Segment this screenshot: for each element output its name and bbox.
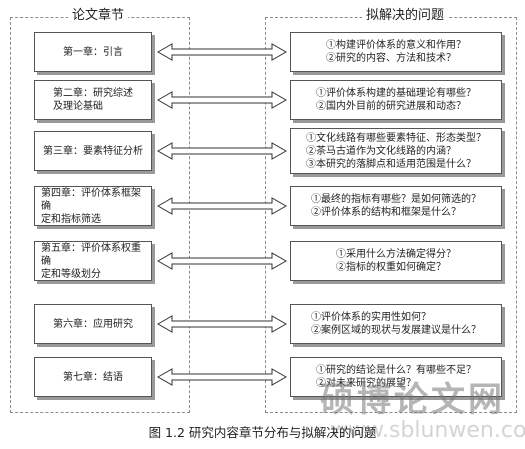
- question-box-1: ①构建评价体系的意义和作用？ ②研究的内容、方法和技术？: [290, 32, 502, 72]
- question-line: ②茶马古道作为文化线路的内涵？: [306, 145, 456, 157]
- question-line: ②研究的内容、方法和技术？: [326, 53, 456, 64]
- question-line: ①最终的指标有哪些？是如何筛选的？: [311, 194, 481, 205]
- chapter-label-line: 第二章：研究综述: [53, 88, 133, 99]
- question-line: ②案例区域的现状与发展建议是什么？: [311, 325, 481, 336]
- chapter-box-7: 第七章：结语: [34, 357, 152, 397]
- chapter-label-line: 第五章：评价体系权重确: [41, 242, 141, 267]
- question-box-6: ①评价体系的实用性如何？ ②案例区域的现状与发展建议是什么？: [290, 304, 502, 344]
- chapter-label-line: 第三章：要素特征分析: [43, 145, 143, 157]
- question-line: ②对未来研究的展望？: [316, 378, 416, 389]
- question-line: ①评价体系构建的基础理论有哪些？: [316, 88, 476, 99]
- question-line: ①研究的结论是什么？有哪些不足？: [316, 365, 476, 376]
- question-line: ②评价体系的结构和框架是什么？: [311, 207, 461, 218]
- chapters-panel-title: 论文章节: [68, 8, 129, 24]
- question-line: ③本研究的落脚点和适用范围是什么？: [306, 158, 476, 170]
- question-box-3: ①文化线路有哪些要素特征、形态类型？②茶马古道作为文化线路的内涵？③本研究的落脚…: [290, 128, 502, 174]
- question-line: ②指标的权重如何确定？: [336, 262, 446, 273]
- question-box-5: ①采用什么方法确定得分？ ②指标的权重如何确定？: [290, 241, 502, 281]
- question-line: ①评价体系的实用性如何？: [311, 312, 431, 323]
- watermark-text: 硕博论文网: [320, 380, 505, 420]
- chapter-label-line: 及理论基础: [53, 101, 103, 112]
- chapter-box-6: 第六章：应用研究: [34, 304, 152, 344]
- double-arrow-7: [156, 368, 288, 386]
- double-arrow-5: [156, 252, 288, 270]
- chapter-box-1: 第一章：引言: [34, 32, 152, 72]
- chapter-box-4: 第四章：评价体系框架确定和指标筛选: [34, 186, 152, 226]
- double-arrow-3: [156, 142, 288, 160]
- question-line: ①采用什么方法确定得分？: [336, 249, 456, 260]
- question-line: ①构建评价体系的意义和作用？: [326, 40, 466, 51]
- double-arrow-4: [156, 197, 288, 215]
- chapter-label-line: 第六章：应用研究: [53, 318, 133, 330]
- double-arrow-2: [156, 91, 288, 109]
- question-line: ①文化线路有哪些要素特征、形态类型？: [306, 132, 486, 144]
- question-box-4: ①最终的指标有哪些？是如何筛选的？ ②评价体系的结构和框架是什么？: [290, 186, 502, 226]
- question-box-2: ①评价体系构建的基础理论有哪些？ ②国内外目前的研究进展和动态？: [290, 80, 502, 120]
- double-arrow-1: [156, 43, 288, 61]
- questions-panel-title: 拟解决的问题: [362, 8, 449, 24]
- chapter-label-line: 第一章：引言: [63, 46, 123, 58]
- question-box-7: ①研究的结论是什么？有哪些不足？ ②对未来研究的展望？: [290, 357, 502, 397]
- chapter-label-line: 定和指标筛选: [41, 213, 101, 225]
- chapter-box-5: 第五章：评价体系权重确定和等级划分: [34, 241, 152, 281]
- chapter-box-2: 第二章：研究综述及理论基础: [34, 80, 152, 120]
- chapter-label-line: 第四章：评价体系框架确: [41, 187, 141, 212]
- figure-caption: 图 1.2 研究内容章节分布与拟解决的问题: [148, 425, 377, 440]
- chapter-label-line: 定和等级划分: [41, 268, 101, 280]
- question-line: ②国内外目前的研究进展和动态？: [316, 101, 466, 112]
- double-arrow-6: [156, 315, 288, 333]
- watermark-url: www.sblunwen.com: [330, 418, 525, 443]
- chapter-box-3: 第三章：要素特征分析: [34, 131, 152, 171]
- chapter-label-line: 第七章：结语: [63, 371, 123, 383]
